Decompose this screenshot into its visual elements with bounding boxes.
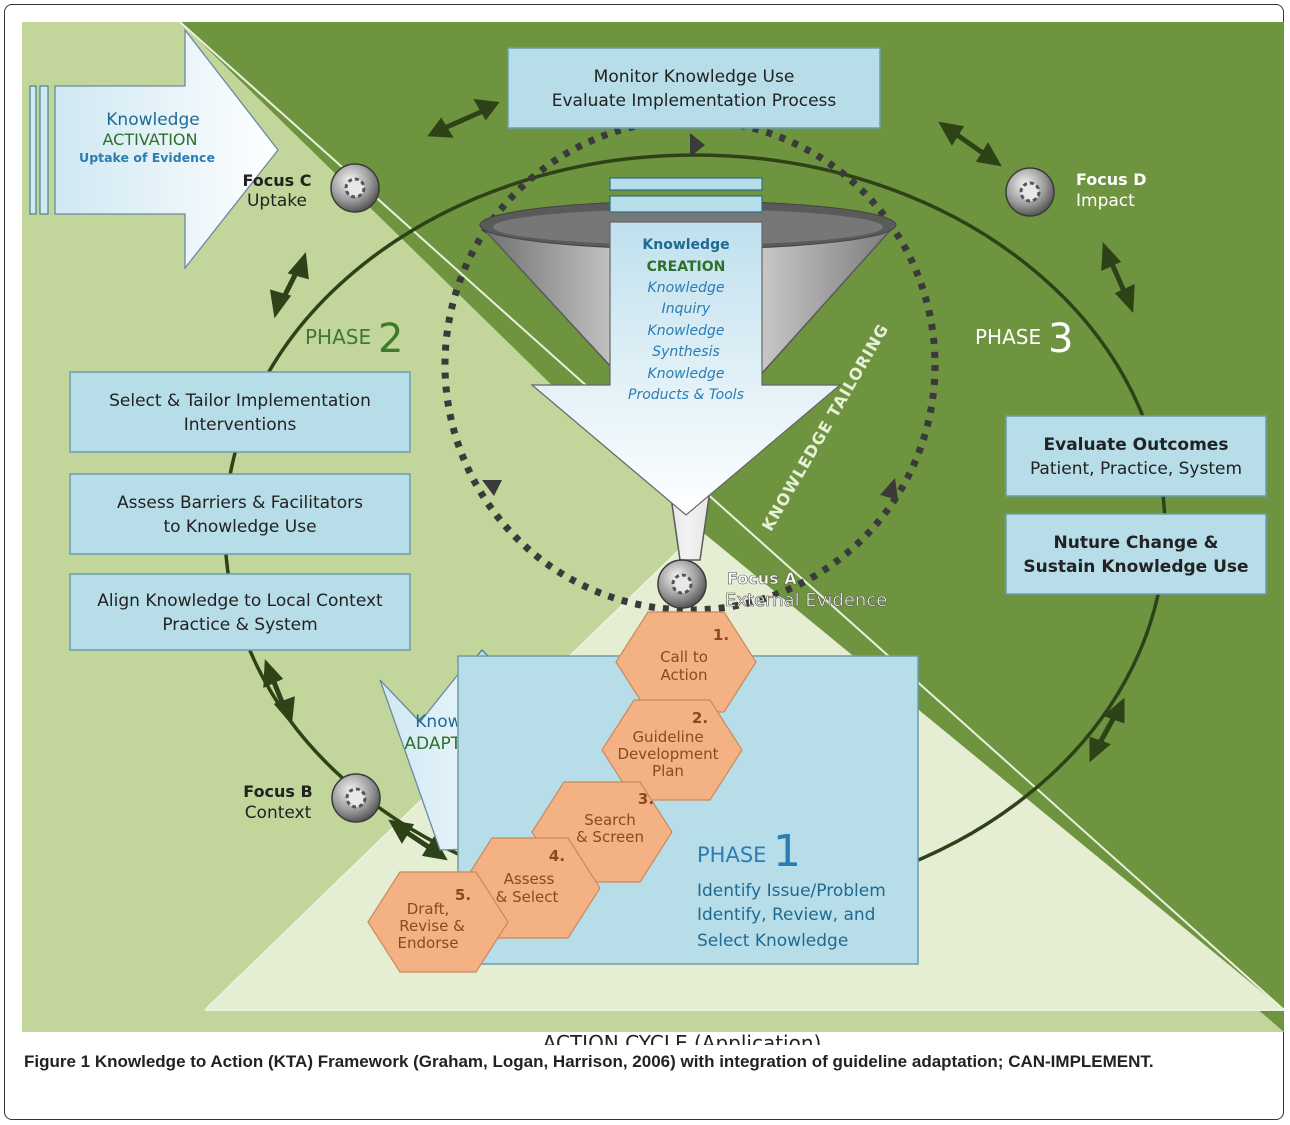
step-labels: 1. Call to Action 2. Guideline Developme… [398, 626, 730, 952]
eval-line1: Evaluate Outcomes [1044, 435, 1229, 455]
creation-line1: Knowledge [642, 237, 729, 253]
activation-arrow [29, 28, 279, 270]
creation-line2: CREATION [647, 259, 726, 275]
gear-focus-a [657, 559, 707, 609]
gear-focus-c [330, 163, 380, 213]
phase2-word: PHASE [305, 325, 371, 349]
arrow-right-lower [1089, 697, 1125, 763]
step5-line3: Endorse [398, 934, 459, 952]
arrow-bottom-left [388, 819, 448, 861]
align-knowledge-box: Align Knowledge to Local Context Practic… [69, 573, 411, 651]
creation-stack-2 [609, 195, 763, 213]
phase1-desc1: Identify Issue/Problem [697, 881, 886, 901]
phase1-desc3: Select Knowledge [697, 931, 848, 951]
creation-line3: Knowledge [648, 280, 725, 296]
phase3-word: PHASE [975, 325, 1041, 349]
focus-a-subtitle: External Evidence [725, 590, 887, 611]
tailoring-arrow-top [690, 133, 705, 157]
phase1-number: 1 [773, 826, 801, 877]
step-hexagons [367, 611, 757, 973]
gear-focus-b [331, 773, 381, 823]
figure-caption: Figure 1 Knowledge to Action (KTA) Frame… [24, 1050, 1264, 1074]
phase1-word: PHASE [697, 843, 766, 867]
monitor-line1: Monitor Knowledge Use [594, 67, 795, 87]
step1-line1: Call to [660, 648, 708, 666]
step1-hexagon [615, 611, 757, 713]
step4-line1: Assess [504, 870, 555, 888]
activation-line2: ACTIVATION [102, 130, 197, 149]
step2-line2: Development [618, 745, 719, 763]
tailoring-arrow-left [482, 480, 502, 496]
focus-d-subtitle: Impact [1076, 191, 1135, 211]
step4-line2: & Select [496, 888, 559, 906]
focus-b-subtitle: Context [245, 803, 312, 823]
assess-line1: Assess Barriers & Facilitators [117, 493, 363, 513]
arrow-left-lower [263, 658, 295, 726]
gear-focus-d [1005, 167, 1055, 217]
align-line2: Practice & System [162, 615, 317, 635]
step1-number: 1. [713, 626, 729, 644]
focus-d-title: Focus D [1076, 170, 1147, 189]
assess-line2: to Knowledge Use [163, 517, 316, 537]
step1-line2: Action [661, 666, 708, 684]
step3-line1: Search [584, 811, 636, 829]
select-line2: Interventions [184, 415, 297, 435]
step2-hexagon [601, 699, 743, 801]
arrow-upper-left [427, 98, 500, 138]
align-line1: Align Knowledge to Local Context [97, 591, 383, 611]
activation-text: Knowledge ACTIVATION Uptake of Evidence [79, 110, 215, 165]
activation-line3: Uptake of Evidence [79, 150, 215, 165]
creation-line7: Knowledge [648, 366, 725, 382]
focus-c-subtitle: Uptake [247, 191, 307, 211]
creation-stack-1 [609, 177, 763, 191]
tailoring-arrow-right [880, 478, 898, 500]
creation-line5: Knowledge [648, 323, 725, 339]
activation-line1: Knowledge [106, 110, 199, 130]
nurture-line2: Sustain Knowledge Use [1023, 557, 1248, 577]
select-line1: Select & Tailor Implementation [109, 391, 371, 411]
caption-text: Knowledge to Action (KTA) Framework (Gra… [90, 1052, 1154, 1071]
monitor-box: Monitor Knowledge Use Evaluate Implement… [507, 47, 881, 129]
monitor-line2: Evaluate Implementation Process [552, 91, 837, 111]
eval-line2: Patient, Practice, System [1030, 459, 1242, 479]
caption-label: Figure 1 [24, 1052, 91, 1071]
creation-line4: Inquiry [662, 301, 711, 317]
phase2-number: 2 [378, 316, 403, 362]
focus-labels: Focus C Uptake Focus D Impact Focus A Ex… [243, 170, 1147, 823]
creation-down-arrow [530, 221, 842, 516]
knowledge-tailoring-cycle [441, 116, 939, 614]
step2-number: 2. [692, 709, 708, 727]
nurture-line1: Nuture Change & [1054, 533, 1219, 553]
arrow-right-upper [1101, 241, 1135, 314]
cycle-arrows [263, 98, 1135, 861]
step2-line1: Guideline [632, 728, 703, 746]
knowledge-creation-text: Knowledge CREATION Knowledge Inquiry Kno… [628, 237, 744, 403]
step3-line2: & Screen [576, 828, 644, 846]
arrow-left-upper [269, 252, 309, 319]
phase1-desc2: Identify, Review, and [697, 905, 875, 925]
phase3-region [180, 22, 1284, 1032]
assess-barriers-box: Assess Barriers & Facilitators to Knowle… [69, 473, 411, 555]
kta-diagram: Knowledge CREATION Knowledge Inquiry Kno… [22, 21, 1285, 1045]
evaluate-outcomes-box: Evaluate Outcomes Patient, Practice, Sys… [1005, 415, 1267, 497]
focus-a-title: Focus A [727, 569, 797, 588]
step4-number: 4. [549, 847, 565, 865]
focus-c-title: Focus C [243, 171, 312, 190]
step3-number: 3. [638, 790, 654, 808]
step5-line2: Revise & [399, 917, 465, 935]
arrow-upper-right [938, 121, 1002, 167]
phase-labels: PHASE 2 PHASE 3 [305, 316, 1073, 362]
nurture-change-box: Nuture Change & Sustain Knowledge Use [1005, 513, 1267, 595]
creation-line8: Products & Tools [628, 387, 744, 403]
phase3-number: 3 [1048, 316, 1073, 362]
select-tailor-box: Select & Tailor Implementation Intervent… [69, 371, 411, 453]
action-cycle-label: ACTION CYCLE (Application) [543, 1031, 822, 1045]
creation-line6: Synthesis [652, 344, 720, 360]
step5-number: 5. [455, 886, 471, 904]
step2-line3: Plan [652, 762, 684, 780]
focus-b-title: Focus B [243, 782, 312, 801]
step5-hexagon [367, 871, 509, 973]
step5-line1: Draft, [407, 900, 450, 918]
knowledge-funnel [478, 177, 897, 561]
